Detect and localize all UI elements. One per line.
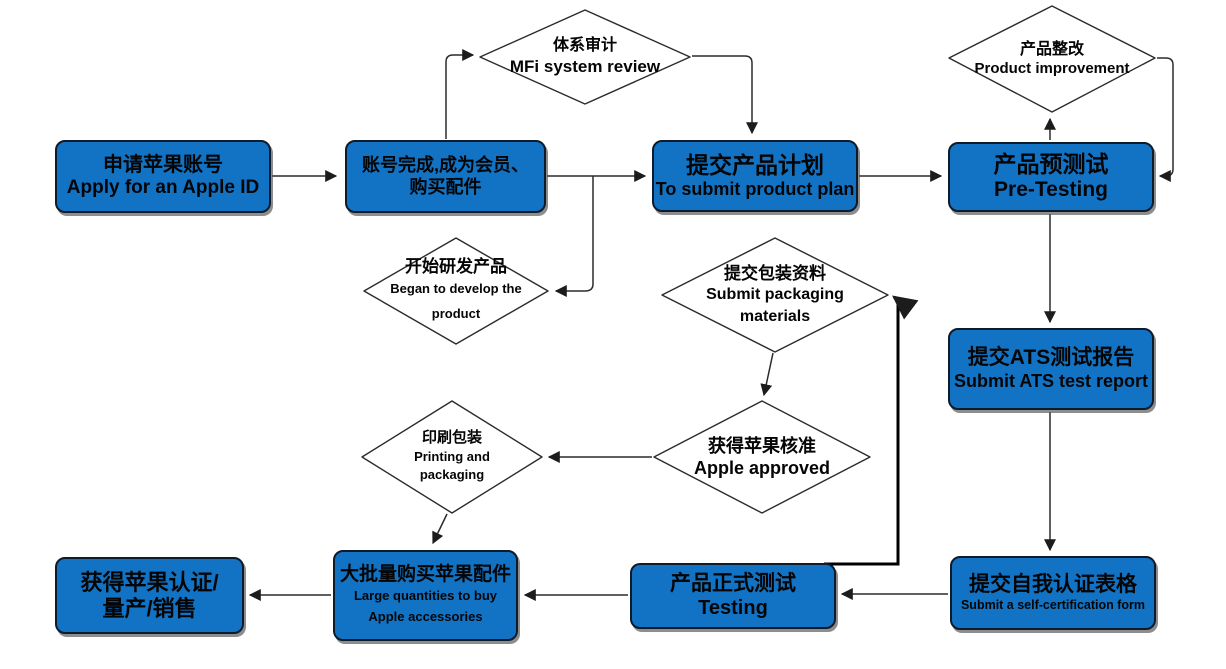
node-buy-accessories-en: Large quantities to buy Apple accessorie… bbox=[353, 587, 497, 624]
node-account-complete-line2: 购买配件 bbox=[409, 176, 482, 197]
node-buy-accessories: 大批量购买苹果配件 Large quantities to buy Apple … bbox=[333, 550, 518, 641]
node-account-complete: 账号完成,成为会员、 购买配件 bbox=[345, 140, 546, 213]
arrow-account-to-mfi-review bbox=[445, 49, 475, 139]
node-ats-report-en: Submit ATS test report bbox=[953, 370, 1148, 391]
node-certified-line1: 获得苹果认证/ bbox=[80, 569, 219, 595]
diamond-develop-product bbox=[363, 237, 549, 345]
node-formal-testing-zh: 产品正式测试 bbox=[670, 571, 796, 595]
node-pre-testing-en: Pre-Testing bbox=[994, 178, 1108, 202]
arrow-branch-to-develop bbox=[554, 176, 594, 297]
node-account-complete-line1: 账号完成,成为会员、 bbox=[361, 155, 529, 176]
diamond-apple-approved bbox=[653, 400, 871, 514]
node-apply-apple-id: 申请苹果账号 Apply for an Apple ID bbox=[55, 140, 271, 213]
node-ats-report: 提交ATS测试报告 Submit ATS test report bbox=[948, 328, 1154, 410]
node-pre-testing-zh: 产品预测试 bbox=[993, 151, 1109, 178]
node-submit-product-plan: 提交产品计划 To submit product plan bbox=[652, 140, 858, 212]
node-apply-apple-id-zh: 申请苹果账号 bbox=[103, 153, 223, 176]
diamond-product-improvement bbox=[948, 5, 1156, 113]
node-self-certification: 提交自我认证表格 Submit a self-certification for… bbox=[950, 556, 1156, 630]
node-self-certification-zh: 提交自我认证表格 bbox=[969, 573, 1137, 597]
node-ats-report-zh: 提交ATS测试报告 bbox=[967, 346, 1135, 369]
node-buy-accessories-zh: 大批量购买苹果配件 bbox=[339, 563, 511, 585]
node-submit-product-plan-zh: 提交产品计划 bbox=[686, 151, 824, 178]
arrow-packaging-to-approved bbox=[760, 352, 774, 397]
arrow-mfi-review-to-plan bbox=[692, 55, 758, 135]
node-certified-line2: 量产/销售 bbox=[102, 595, 197, 621]
node-formal-testing-en: Testing bbox=[698, 596, 768, 619]
node-pre-testing: 产品预测试 Pre-Testing bbox=[948, 142, 1154, 212]
node-formal-testing: 产品正式测试 Testing bbox=[630, 563, 836, 629]
arrow-testing-to-packaging bbox=[824, 295, 919, 566]
diamond-submit-packaging bbox=[661, 237, 889, 353]
arrow-printing-to-buy bbox=[432, 513, 448, 545]
diamond-mfi-system-review bbox=[479, 9, 691, 105]
node-self-certification-en: Submit a self-certification form bbox=[960, 598, 1146, 612]
diamond-printing-packaging bbox=[361, 400, 543, 514]
node-apply-apple-id-en: Apply for an Apple ID bbox=[66, 177, 260, 199]
node-certified-production-sales: 获得苹果认证/ 量产/销售 bbox=[55, 557, 244, 634]
arrow-improvement-to-pretesting bbox=[1157, 57, 1174, 182]
node-submit-product-plan-en: To submit product plan bbox=[655, 178, 855, 199]
